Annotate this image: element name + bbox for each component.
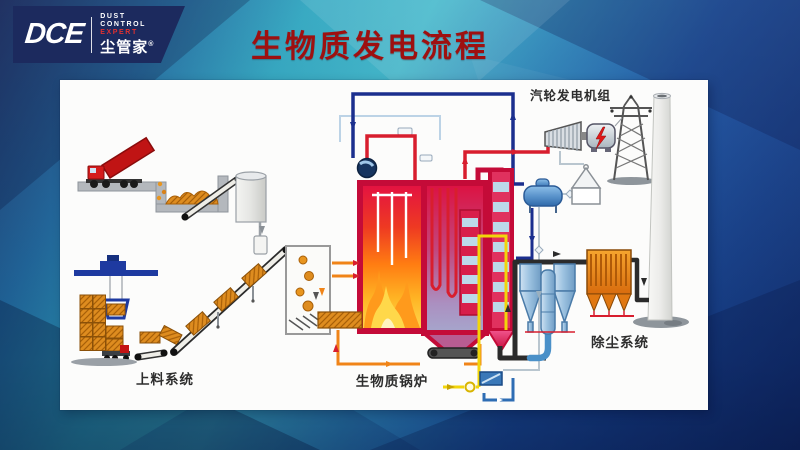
ash-silo (570, 164, 602, 205)
pipe-fitting (397, 127, 413, 136)
logo-tagline-3: EXPERT (100, 28, 138, 36)
crane (74, 255, 158, 320)
flue-cone (486, 329, 516, 353)
valve-icon (534, 245, 544, 255)
brand-logo: DCE DUST CONTROL EXPERT 尘管家® (13, 6, 185, 63)
cyclone-separators (518, 263, 577, 335)
flow-arrow-icon (497, 397, 503, 403)
chimney (633, 92, 689, 328)
steam-turbine (544, 121, 587, 151)
flow-arrows (259, 112, 647, 390)
label-biomass-boiler: 生物质锅炉 (356, 373, 429, 389)
biomass-boiler (356, 157, 516, 359)
deaerator-tank (523, 178, 563, 213)
generator (586, 123, 616, 152)
process-diagram: 上料系统 生物质锅炉 汽轮发电机组 除尘系统 (71, 88, 689, 403)
feeding-system (71, 136, 363, 366)
transfer-conveyor (134, 324, 183, 361)
cyclone-downpipe (526, 330, 552, 362)
transmission-tower (607, 94, 655, 185)
pipe-fitting (419, 154, 433, 162)
registered-mark-icon: ® (148, 40, 155, 48)
fuel-feed-screw (317, 311, 363, 329)
dump-truck (86, 136, 167, 201)
logo-text-block: DUST CONTROL EXPERT 尘管家® (100, 13, 154, 56)
label-feeding-system: 上料系统 (136, 371, 194, 387)
diagram-panel: 上料系统 生物质锅炉 汽轮发电机组 除尘系统 (60, 80, 708, 410)
bale-stack (79, 294, 124, 352)
storage-silo (235, 171, 268, 255)
page-title: 生物质发电流程 (251, 29, 489, 64)
superheater-tubes (372, 192, 412, 265)
logo-brand-name: 尘管家® (100, 38, 155, 56)
steam-pipe (365, 134, 550, 180)
ground (71, 358, 137, 366)
label-turbine-generator: 汽轮发电机组 (530, 88, 611, 103)
feedwater-pipe (351, 92, 534, 260)
pump-icon (464, 381, 476, 393)
logo-acronym: DCE (23, 18, 85, 50)
logo-tagline-1: DUST (100, 12, 126, 20)
label-dust-removal: 除尘系统 (591, 334, 649, 350)
bag-filter (586, 249, 634, 317)
logo-divider (91, 16, 93, 53)
lightning-icon (595, 126, 607, 150)
incline-conveyor (170, 246, 290, 356)
logo-tagline-2: CONTROL (100, 20, 147, 28)
heat-exchanger-mark (481, 373, 501, 384)
